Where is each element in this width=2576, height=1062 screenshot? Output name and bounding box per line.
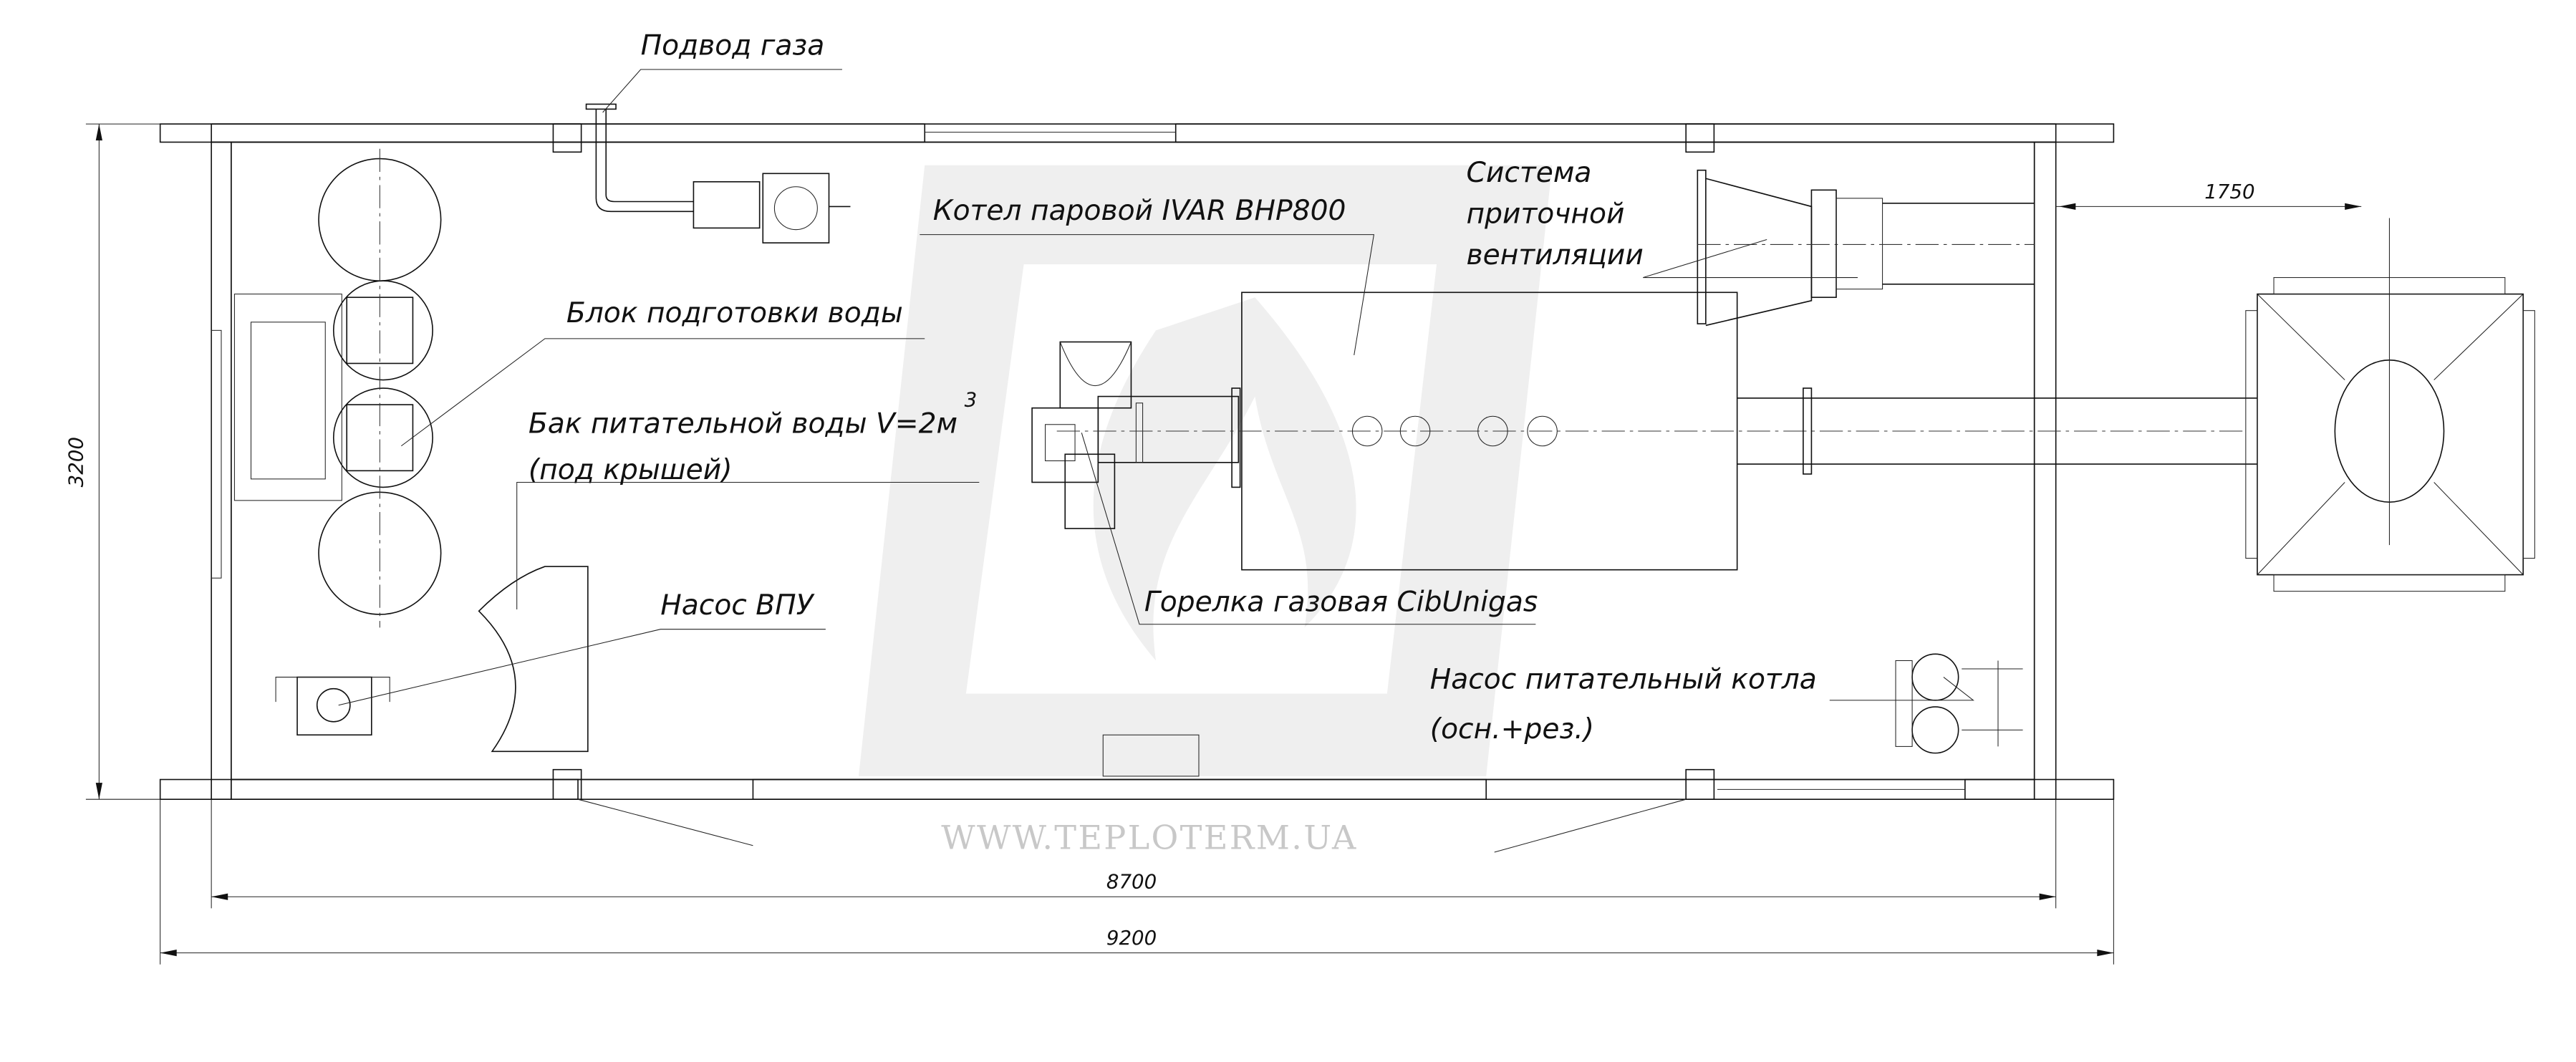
gas-pipeline: [585, 103, 851, 243]
label-burner: Горелка газовая CibUnigas: [1144, 586, 1538, 618]
leader-lines: [338, 69, 1974, 706]
feed-pumps: [1895, 653, 2023, 754]
dimension-outer-length: 9200: [1106, 926, 1157, 950]
label-feed-tank: Бак питательной воды V=2м: [529, 407, 957, 440]
gas-burner: [1031, 341, 1241, 529]
wtu-pump: [275, 676, 390, 736]
watermark-text: WWW.TEPLOTERM.UA: [941, 818, 1357, 856]
label-feed-tank-superscript: 3: [965, 387, 978, 411]
dimension-inner-length: 8700: [1106, 870, 1157, 894]
watermark-logo: [859, 165, 1553, 776]
dimension-lines: [85, 123, 2362, 965]
label-boiler: Котел паровой IVAR BHP800: [933, 195, 1346, 227]
label-ventilation-line2: приточной: [1467, 198, 1625, 230]
dimension-chimney-offset: 1750: [2204, 180, 2254, 203]
container-walls: [159, 123, 2115, 800]
dimension-height: 3200: [64, 437, 87, 487]
label-feed-pump: Насос питательный котла: [1430, 664, 1817, 696]
label-feed-tank-note: (под крышей): [529, 454, 733, 486]
label-wtu-pump: Насос ВПУ: [660, 589, 814, 622]
water-treatment-unit: [233, 148, 442, 628]
label-feed-pump-note: (осн.+рез.): [1430, 713, 1594, 745]
label-ventilation-line3: вентиляции: [1467, 239, 1644, 271]
label-water-treatment: Блок подготовки воды: [566, 297, 903, 329]
label-gas-supply: Подвод газа: [641, 29, 825, 62]
chimney: [2245, 218, 2535, 592]
steam-boiler: [1056, 291, 2257, 571]
label-ventilation-line1: Система: [1467, 157, 1592, 189]
ventilation-unit: [1697, 169, 2035, 327]
feed-water-tank: [478, 566, 589, 753]
